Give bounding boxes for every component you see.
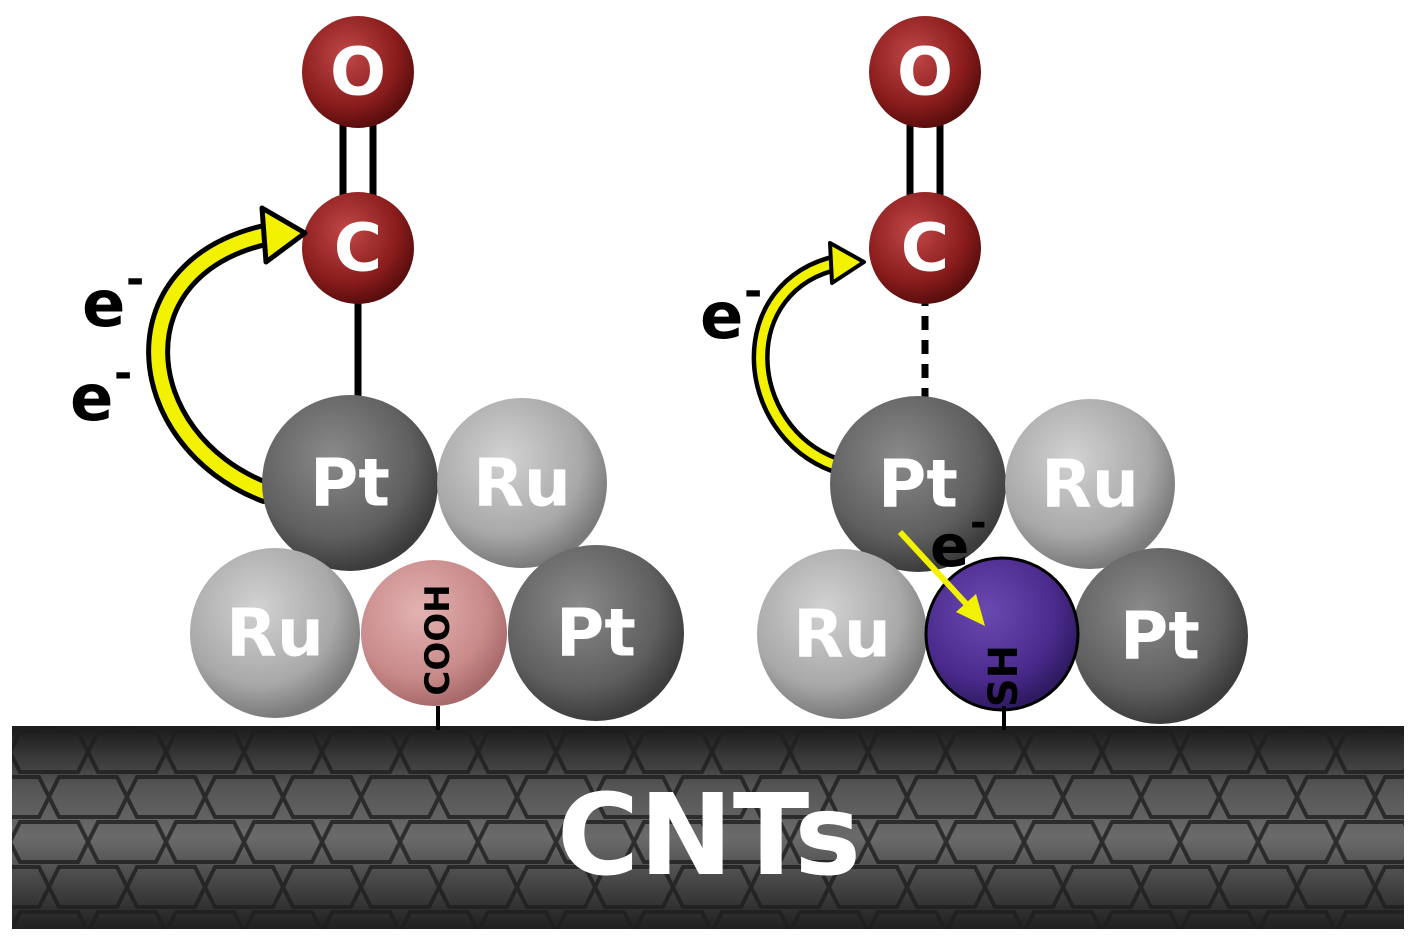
left-carbon-sphere: [302, 192, 414, 304]
right-carbon-sphere: [869, 192, 981, 304]
left-electron-arrow: [146, 205, 308, 504]
right-electron-arrow: [751, 241, 866, 474]
right-sh-label: SH: [981, 645, 1027, 707]
right-arrow-head: [828, 241, 866, 285]
left-structure: O C e - e - Pt Ru: [70, 16, 684, 730]
right-pt-top-label: Pt: [878, 446, 958, 523]
right-pt-bottom-atom: Pt: [1072, 548, 1248, 724]
right-pt-bottom-label: Pt: [1120, 598, 1200, 675]
right-ru-bottom-atom: Ru: [757, 549, 927, 719]
left-pt-bottom-sphere: [508, 545, 684, 721]
left-oxygen-atom: O: [302, 16, 414, 128]
right-ru-top-sphere: [1005, 399, 1175, 569]
right-inner-arrow-line: [897, 529, 973, 611]
left-electron-1: e -: [82, 254, 144, 342]
left-electron-2: e -: [70, 348, 132, 436]
left-arrow-head: [259, 205, 308, 265]
left-pt-top-sphere: [262, 395, 438, 571]
left-arrow-body: [146, 220, 292, 504]
left-electron-1-charge: -: [126, 254, 144, 305]
right-pt-top-sphere: [830, 396, 1006, 572]
right-arrow-fill: [756, 257, 845, 470]
left-pt-top-atom: Pt: [262, 395, 438, 571]
left-pt-top-label: Pt: [310, 445, 390, 522]
cnt-substrate: CNTs: [12, 726, 1404, 929]
right-structure: O C e - Pt Ru Ru Pt: [700, 16, 1248, 730]
right-pt-top-atom: Pt: [830, 396, 1006, 572]
left-carbon-label: C: [334, 210, 382, 287]
left-electron-1-label: e: [82, 268, 125, 342]
left-ru-top-label: Ru: [473, 445, 571, 522]
cnt-hex-lattice: [12, 726, 1404, 929]
right-electron-inner-charge: -: [970, 500, 987, 546]
right-carbon-label: C: [901, 210, 949, 287]
cnt-label: CNTs: [557, 771, 861, 901]
left-cooh-sphere: [361, 560, 507, 706]
left-cooh-label: COOH: [418, 584, 458, 695]
left-arrow-fill: [151, 225, 287, 499]
right-electron-inner: e -: [930, 500, 987, 580]
right-inner-arrow-head: [956, 594, 985, 626]
left-electron-2-label: e: [70, 362, 113, 436]
left-pt-bottom-atom: Pt: [508, 545, 684, 721]
left-ru-bottom-label: Ru: [226, 595, 324, 672]
right-inner-electron-arrow: [897, 529, 985, 626]
right-ru-top-label: Ru: [1041, 446, 1139, 523]
left-ru-bottom-atom: Ru: [190, 548, 360, 718]
right-oxygen-atom: O: [869, 16, 981, 128]
right-oxygen-sphere: [869, 16, 981, 128]
right-electron-1: e -: [700, 266, 762, 354]
left-ru-top-atom: Ru: [437, 398, 607, 568]
right-ru-top-atom: Ru: [1005, 399, 1175, 569]
left-cooh-linker: COOH: [361, 560, 507, 730]
left-carbon-atom: C: [302, 192, 414, 304]
right-oxygen-label: O: [897, 34, 953, 111]
right-electron-inner-label: e: [930, 512, 969, 580]
right-ru-bottom-sphere: [757, 549, 927, 719]
left-ru-bottom-sphere: [190, 548, 360, 718]
right-ru-bottom-label: Ru: [793, 596, 891, 673]
right-electron-1-charge: -: [744, 266, 762, 317]
right-electron-1-label: e: [700, 280, 743, 354]
left-electron-2-charge: -: [114, 348, 132, 399]
left-oxygen-sphere: [302, 16, 414, 128]
right-pt-bottom-sphere: [1072, 548, 1248, 724]
left-oxygen-label: O: [330, 34, 386, 111]
right-sh-linker: SH: [924, 556, 1080, 730]
right-carbon-atom: C: [869, 192, 981, 304]
left-pt-bottom-label: Pt: [556, 595, 636, 672]
left-ru-top-sphere: [437, 398, 607, 568]
right-arrow-body: [751, 253, 849, 474]
